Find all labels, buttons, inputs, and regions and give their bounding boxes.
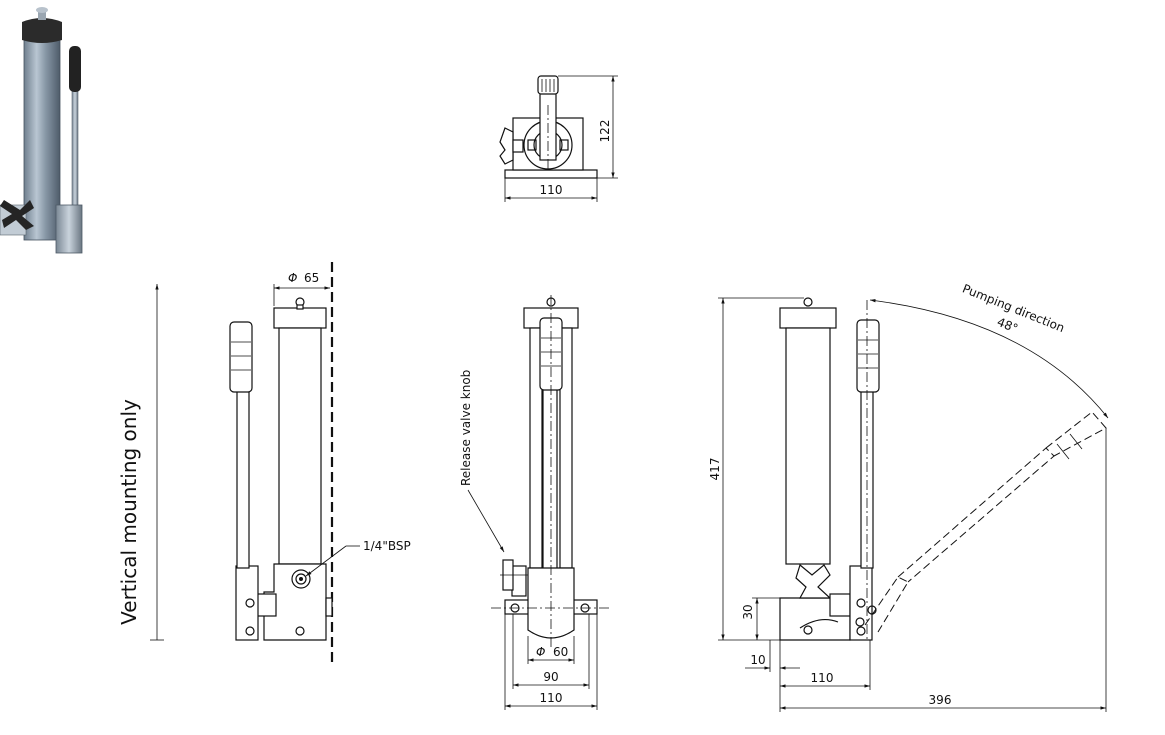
vertical-mounting-indicator: Vertical mounting only [117, 284, 164, 641]
front-view [229, 262, 334, 665]
front-dimensions: Φ 65 1/4"BSP [273, 271, 411, 577]
dim-top-width: 110 [540, 183, 563, 197]
side-view [491, 295, 612, 650]
dim-top-height: 122 [598, 120, 612, 143]
dim-reservoir-diameter-symbol: Φ [288, 271, 297, 285]
vertical-mounting-label: Vertical mounting only [117, 399, 141, 625]
dim-foot-offset: 10 [750, 653, 765, 667]
right-dimensions: Pumping direction 48° 417 30 10 110 396 [708, 281, 1109, 712]
dim-base-diameter: 60 [553, 645, 568, 659]
dim-right-base-width: 110 [811, 671, 834, 685]
dim-side-width-90: 90 [543, 670, 558, 684]
dim-overall-height: 417 [708, 458, 722, 481]
pumping-angle-label: 48° [995, 315, 1020, 336]
release-valve-label: Release valve knob [459, 370, 473, 486]
top-dimensions: 122 110 [504, 75, 618, 202]
dim-base-diameter-symbol: Φ [536, 645, 545, 659]
dim-foot-height: 30 [741, 604, 755, 619]
top-view [499, 75, 598, 179]
right-view [779, 297, 1107, 641]
dim-reservoir-diameter: 65 [304, 271, 319, 285]
dim-overall-length: 396 [929, 693, 952, 707]
dim-side-width-110: 110 [540, 691, 563, 705]
pump-3d-render [0, 7, 83, 254]
port-size-label: 1/4"BSP [363, 539, 411, 553]
side-dimensions: Release valve knob Φ 60 90 110 [459, 370, 598, 710]
